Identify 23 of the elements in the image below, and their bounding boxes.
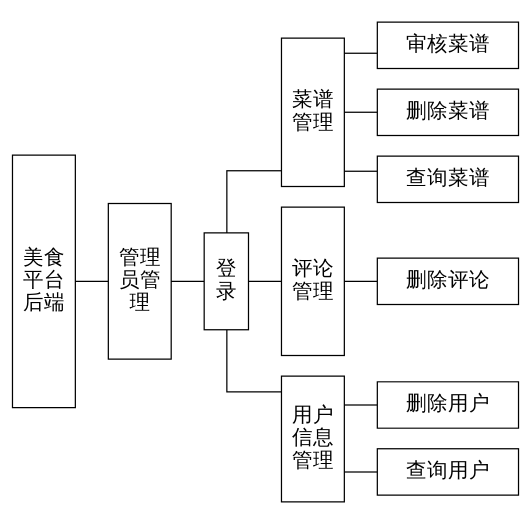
connector bbox=[344, 471, 378, 473]
connector bbox=[226, 330, 282, 392]
node-box: 删除评论 bbox=[376, 258, 520, 306]
connector bbox=[344, 404, 378, 406]
connector bbox=[344, 112, 378, 113]
node-box: 查询菜谱 bbox=[376, 155, 520, 204]
node-box: 审核菜谱 bbox=[376, 22, 520, 70]
node-box: 查询用户 bbox=[376, 448, 520, 496]
node-box: 删除菜谱 bbox=[376, 88, 520, 136]
node-box: 美食平台后端 bbox=[12, 154, 76, 408]
node-box: 登录 bbox=[204, 232, 250, 330]
connector bbox=[226, 170, 282, 233]
node-box: 菜谱管理 bbox=[280, 37, 345, 188]
connector bbox=[344, 280, 378, 282]
node-box: 管理员管理 bbox=[108, 202, 172, 360]
connector bbox=[344, 52, 378, 54]
connector bbox=[248, 280, 282, 282]
connector bbox=[344, 170, 378, 172]
node-box: 删除用户 bbox=[376, 381, 520, 429]
connector bbox=[76, 280, 108, 282]
connector bbox=[172, 280, 204, 282]
node-box: 用户信息管理 bbox=[280, 376, 345, 502]
node-box: 评论管理 bbox=[280, 206, 345, 356]
